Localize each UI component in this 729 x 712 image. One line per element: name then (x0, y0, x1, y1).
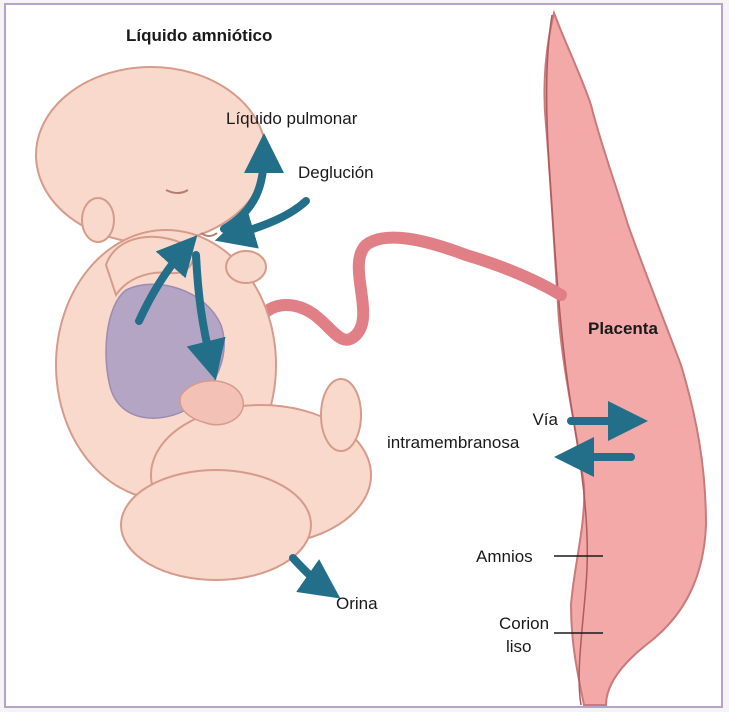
placenta (544, 13, 706, 705)
chorion-label-line2: liso (506, 636, 532, 657)
urine-label: Orina (336, 593, 378, 614)
chorion-label-line1: Corion (499, 613, 549, 634)
amnion-label: Amnios (476, 546, 533, 567)
placenta-label: Placenta (588, 318, 658, 339)
urine-arrow (293, 558, 324, 587)
diagram-title: Líquido amniótico (126, 25, 272, 46)
fetus-ear (82, 198, 114, 242)
umbilical-cord (243, 238, 561, 385)
fetus-mouth (201, 233, 217, 236)
fetus-buttocks (121, 470, 311, 580)
intramembranous-label-line1: Vía (516, 409, 558, 430)
fetus-hand (226, 251, 266, 283)
fetus-head (36, 67, 266, 243)
lung-fluid-label: Líquido pulmonar (226, 108, 357, 129)
swallowing-label: Deglución (298, 162, 374, 183)
fetus-foot (321, 379, 361, 451)
intramembranous-label-line2: intramembranosa (387, 432, 519, 453)
diagram-frame: Líquido amniótico Líquido pulmonar Deglu… (4, 3, 723, 708)
